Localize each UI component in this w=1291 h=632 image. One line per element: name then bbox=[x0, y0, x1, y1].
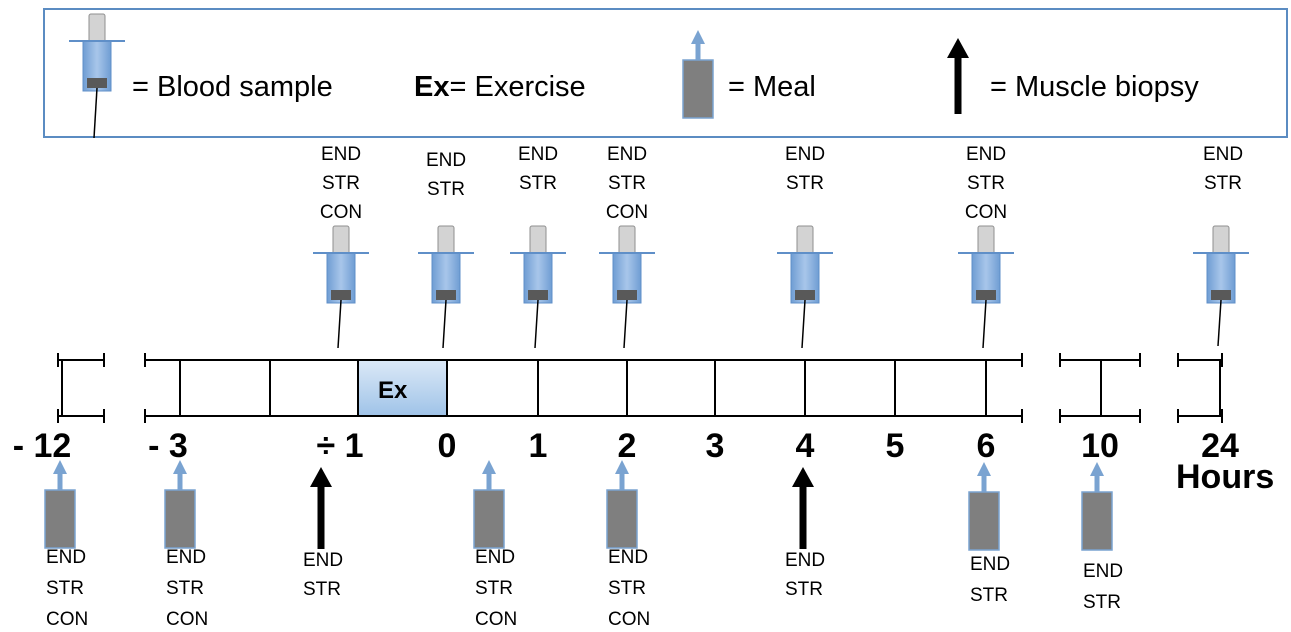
meal-markers: END STR CON END STR CON END STR CON END STR CON END S… bbox=[44, 460, 1123, 630]
tick-label: 1 bbox=[529, 427, 548, 465]
blood-sample-icon bbox=[69, 13, 125, 139]
tick-label: - 3 bbox=[148, 427, 188, 465]
meal-group-label: END bbox=[970, 554, 1010, 575]
blood-sample-group-label: CON bbox=[320, 202, 362, 223]
blood-sample-group-label: END bbox=[607, 144, 647, 165]
meal-icon bbox=[682, 30, 714, 119]
tick-label: 24 bbox=[1201, 427, 1239, 465]
blood-sample-syringe-icon bbox=[599, 225, 655, 349]
blood-sample-group-label: CON bbox=[965, 202, 1007, 223]
meal-group-label: CON bbox=[46, 609, 88, 630]
meal-group-label: END bbox=[1083, 561, 1123, 582]
meal-icon bbox=[968, 462, 1000, 551]
muscle-biopsy-arrow-icon bbox=[947, 38, 969, 114]
biopsy-group-label: STR bbox=[785, 579, 823, 600]
meal-group-label: STR bbox=[166, 578, 204, 599]
timeline-frame bbox=[57, 353, 1223, 423]
meal-group-label: STR bbox=[608, 578, 646, 599]
blood-sample-group-label: STR bbox=[322, 173, 360, 194]
hours-unit-label: Hours bbox=[1176, 458, 1274, 496]
meal-group-label: STR bbox=[475, 578, 513, 599]
muscle-biopsy-arrow-icon bbox=[310, 467, 332, 549]
blood-sample-group-label: END bbox=[321, 144, 361, 165]
meal-group-label: END bbox=[475, 547, 515, 568]
tick-label: 2 bbox=[618, 427, 637, 465]
tick-label: ÷ 1 bbox=[316, 427, 363, 465]
legend: = Blood sample Ex= Exercise = Meal = Mus… bbox=[43, 8, 1288, 139]
blood-sample-syringe-icon bbox=[418, 225, 474, 349]
meal-group-label: STR bbox=[46, 578, 84, 599]
biopsy-group-label: END bbox=[303, 550, 343, 571]
blood-sample-syringe-icon bbox=[510, 225, 566, 349]
blood-sample-group-label: END bbox=[518, 144, 558, 165]
tick-label: 0 bbox=[438, 427, 457, 465]
tick-label: 5 bbox=[886, 427, 905, 465]
biopsy-markers: END STR END STR bbox=[303, 467, 825, 600]
blood-sample-group-label: END bbox=[426, 150, 466, 171]
legend-frame bbox=[43, 8, 1288, 138]
biopsy-group-label: STR bbox=[303, 579, 341, 600]
blood-sample-group-label: STR bbox=[1204, 173, 1242, 194]
blood-sample-icon bbox=[69, 13, 125, 139]
blood-sample-syringe-icon bbox=[313, 225, 369, 349]
blood-sample-group-label: END bbox=[1203, 144, 1243, 165]
blood-sample-markers: END STR CON END STR END STR END STR CON END STR END S… bbox=[313, 144, 1249, 349]
meal-group-label: END bbox=[46, 547, 86, 568]
muscle-biopsy-arrow-icon bbox=[947, 38, 969, 114]
meal-icon bbox=[606, 460, 638, 549]
meal-group-label: END bbox=[166, 547, 206, 568]
meal-icon bbox=[44, 460, 76, 549]
blood-sample-group-label: STR bbox=[427, 179, 465, 200]
meal-group-label: STR bbox=[1083, 592, 1121, 613]
blood-sample-syringe-icon bbox=[1193, 225, 1249, 347]
blood-sample-syringe-icon bbox=[777, 225, 833, 349]
legend-exercise-label: Ex= Exercise bbox=[414, 71, 586, 103]
tick-label: - 12 bbox=[13, 427, 72, 465]
blood-sample-group-label: CON bbox=[606, 202, 648, 223]
muscle-biopsy-arrow-icon bbox=[792, 467, 814, 549]
meal-group-label: CON bbox=[166, 609, 208, 630]
meal-group-label: CON bbox=[475, 609, 517, 630]
blood-sample-group-label: STR bbox=[786, 173, 824, 194]
meal-group-label: CON bbox=[608, 609, 650, 630]
biopsy-group-label: END bbox=[785, 550, 825, 571]
blood-sample-group-label: END bbox=[785, 144, 825, 165]
blood-sample-group-label: STR bbox=[519, 173, 557, 194]
tick-label: 3 bbox=[706, 427, 725, 465]
meal-icon bbox=[473, 460, 505, 549]
tick-labels: - 12 - 3 ÷ 1 0 1 2 3 4 5 6 10 24 bbox=[13, 427, 1239, 465]
legend-meal-label: = Meal bbox=[728, 71, 816, 103]
legend-muscle-biopsy-label: = Muscle biopsy bbox=[990, 71, 1199, 103]
legend-exercise-abbrev: Ex bbox=[414, 71, 449, 103]
meal-group-label: STR bbox=[970, 585, 1008, 606]
blood-sample-syringe-icon bbox=[958, 225, 1014, 349]
exercise-box-label: Ex bbox=[378, 377, 408, 404]
timeline: Ex - 12 - 3 ÷ 1 0 1 2 3 4 5 6 10 24 Hours bbox=[13, 353, 1274, 496]
legend-blood-sample-label: = Blood sample bbox=[132, 71, 333, 103]
blood-sample-group-label: STR bbox=[967, 173, 1005, 194]
blood-sample-group-label: END bbox=[966, 144, 1006, 165]
meal-icon bbox=[682, 30, 714, 119]
tick-label: 4 bbox=[796, 427, 815, 465]
meal-icon bbox=[164, 460, 196, 549]
meal-group-label: END bbox=[608, 547, 648, 568]
tick-label: 6 bbox=[977, 427, 996, 465]
blood-sample-group-label: STR bbox=[608, 173, 646, 194]
legend-exercise-text: = Exercise bbox=[449, 71, 585, 103]
tick-label: 10 bbox=[1081, 427, 1119, 465]
meal-icon bbox=[1081, 462, 1113, 551]
exercise-box bbox=[358, 360, 447, 416]
